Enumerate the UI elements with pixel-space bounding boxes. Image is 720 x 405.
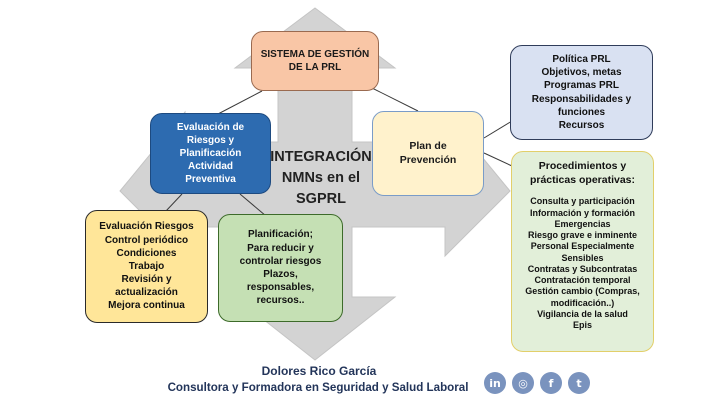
procedures-item: Riesgo grave e inminente — [527, 230, 638, 241]
procedures-heading-line: prácticas operativas: — [529, 174, 636, 187]
procedures-item: Epis — [572, 320, 592, 331]
risk-control-line: Control periódico — [104, 234, 189, 246]
procedures-item: modificación..) — [550, 297, 615, 308]
risk-control-box: Evaluación Riesgos Control periódico Con… — [85, 210, 208, 323]
policy-line: Política PRL — [552, 53, 611, 65]
risk-control-line: Evaluación Riesgos — [99, 221, 194, 233]
sgprl-line: SISTEMA DE GESTIÓN — [260, 48, 370, 60]
procedures-box: Procedimientos y prácticas operativas: C… — [511, 151, 654, 352]
procedures-heading-line: Procedimientos y — [538, 160, 627, 172]
center-title-line: NMNs en el — [281, 170, 361, 187]
risk-control-line: Revisión y — [121, 274, 172, 286]
connector-plan-procedimientos — [483, 152, 513, 167]
risk-evaluation-line: Riesgos y — [186, 134, 235, 146]
policy-line: Responsabilidades y — [531, 93, 632, 105]
risk-control-line: Trabajo — [128, 260, 165, 272]
connector-sgprl-eval — [217, 90, 263, 115]
policy-box: Política PRL Objetivos, metas Programas … — [510, 45, 653, 140]
instagram-icon[interactable]: ◎ — [512, 372, 534, 394]
procedures-item: Personal Especialmente — [530, 241, 635, 252]
social-links: in ◎ f t — [484, 372, 596, 396]
procedures-item: Contratas y Subcontratas — [527, 263, 638, 274]
prevention-plan-box: Plan de Prevención — [372, 111, 484, 196]
risk-evaluation-box: Evaluación de Riesgos y Planificación Ac… — [150, 113, 271, 194]
risk-evaluation-line: Planificación — [179, 147, 242, 159]
risk-control-line: Mejora continua — [108, 300, 185, 312]
procedures-item: Sensibles — [561, 252, 604, 263]
policy-line: funciones — [557, 106, 606, 118]
connector-eval-planificacion — [239, 193, 267, 217]
facebook-icon[interactable]: f — [540, 372, 562, 394]
procedures-item: Vigilancia de la salud — [537, 308, 628, 319]
policy-line: Recursos — [558, 119, 605, 131]
planning-box: Planificación; Para reducir y controlar … — [218, 214, 343, 322]
planning-line: Planificación; — [247, 229, 313, 241]
author-role: Consultora y Formadora en Seguridad y Sa… — [167, 381, 469, 394]
procedures-item: Información y formación — [529, 207, 636, 218]
planning-line: responsables, — [246, 282, 315, 294]
risk-evaluation-line: Actividad — [187, 161, 233, 173]
policy-line: Programas PRL — [543, 80, 620, 92]
center-title-line: INTEGRACIÓN — [270, 149, 372, 165]
sgprl-box: SISTEMA DE GESTIÓN DE LA PRL — [251, 31, 379, 91]
procedures-item: Emergencias — [554, 218, 611, 229]
risk-evaluation-line: Preventiva — [185, 174, 236, 186]
planning-line: recursos.. — [256, 295, 305, 307]
risk-control-line: actualización — [115, 287, 178, 299]
policy-line: Objetivos, metas — [541, 67, 622, 79]
sgprl-line: DE LA PRL — [288, 62, 342, 73]
planning-line: controlar riesgos — [239, 255, 322, 267]
risk-control-line: Condiciones — [116, 247, 177, 259]
procedures-item: Gestión cambio (Compras, — [525, 286, 640, 297]
connector-plan-politica — [483, 120, 513, 139]
planning-line: Para reducir y — [247, 242, 314, 254]
prevention-plan-line: Prevención — [399, 153, 457, 166]
twitter-icon[interactable]: t — [568, 372, 590, 394]
procedures-heading: Procedimientos y prácticas operativas: — [530, 159, 635, 187]
procedures-item: Contratación temporal — [534, 275, 631, 286]
planning-line: Plazos, — [263, 269, 298, 280]
linkedin-icon[interactable]: in — [484, 372, 506, 394]
prevention-plan-line: Plan de — [409, 139, 447, 152]
connector-sgprl-plan — [371, 87, 419, 112]
center-title: INTEGRACIÓN NMNs en el SGPRL — [266, 147, 376, 210]
risk-evaluation-line: Evaluación de — [176, 121, 245, 133]
procedures-item: Consulta y participación — [530, 196, 635, 207]
center-title-line: SGPRL — [296, 191, 346, 208]
author-name: Dolores Rico García — [261, 364, 377, 378]
connector-eval-control — [165, 193, 183, 212]
